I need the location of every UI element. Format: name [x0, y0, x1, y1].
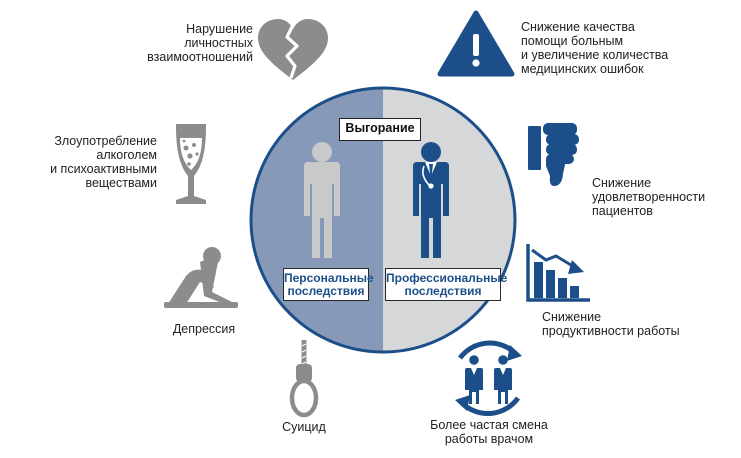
- alcohol-line-3: и психоактивными: [50, 162, 157, 176]
- depression-line-1: Депрессия: [172, 322, 236, 336]
- wine-glass-icon: [176, 124, 206, 204]
- broken-heart-icon: [258, 19, 328, 80]
- circle-outline: [249, 86, 517, 354]
- suicide-line-1: Суицид: [282, 420, 326, 434]
- alcohol-line-1: Злоупотребление: [54, 134, 157, 148]
- productivity-label: Снижение продуктивности работы: [542, 310, 680, 338]
- professional-consequences-label: Профессиональные последствия: [385, 268, 508, 301]
- personal-consequences-label: Персональные последствия: [283, 268, 374, 301]
- quality-line-2: помощи больным: [521, 34, 624, 48]
- relationships-line-2: личностных: [184, 36, 253, 50]
- personal-label-line-1: Персональные: [284, 270, 374, 285]
- alcohol-label: Злоупотребление алкоголем и психоактивны…: [50, 134, 157, 190]
- satisfaction-line-1: Снижение: [592, 176, 652, 190]
- depression-label: Депрессия: [164, 322, 244, 336]
- declining-chart-icon: [526, 244, 590, 302]
- depressed-person-icon: [164, 247, 238, 308]
- quality-label: Снижение качества помощи больным и увели…: [521, 20, 668, 76]
- satisfaction-line-2: удовлетворенности: [592, 190, 706, 204]
- burnout-title: Выгорание: [339, 118, 421, 141]
- quality-line-4: медицинских ошибок: [521, 62, 644, 76]
- turnover-line-1: Более частая смена: [430, 418, 548, 432]
- gray-person-icon: [304, 142, 340, 258]
- alcohol-line-4: веществами: [85, 176, 157, 190]
- suicide-label: Суицид: [270, 420, 338, 434]
- alcohol-line-2: алкоголем: [96, 148, 157, 162]
- professional-label-line-1: Профессиональные: [386, 270, 508, 285]
- doctor-icon: [413, 142, 449, 258]
- quality-line-3: и увеличение количества: [521, 48, 669, 62]
- doctor-rotation-icon: [455, 340, 522, 417]
- satisfaction-label: Снижение удовлетворенности пациентов: [592, 176, 705, 218]
- warning-icon: [437, 10, 515, 77]
- personal-label-line-2: последствия: [287, 283, 365, 298]
- relationships-line-1: Нарушение: [186, 22, 253, 36]
- satisfaction-line-3: пациентов: [592, 204, 653, 218]
- relationships-label: Нарушение личностных взаимоотношений: [147, 22, 253, 64]
- thumbs-down-icon: [528, 123, 579, 186]
- relationships-line-3: взаимоотношений: [147, 50, 253, 64]
- professional-label-line-2: последствия: [404, 283, 482, 298]
- productivity-line-2: продуктивности работы: [542, 324, 680, 338]
- quality-line-1: Снижение качества: [521, 20, 635, 34]
- productivity-line-1: Снижение: [542, 310, 602, 324]
- turnover-label: Более частая смена работы врачом: [424, 418, 554, 446]
- noose-icon: [289, 340, 319, 418]
- turnover-line-2: работы врачом: [444, 432, 534, 446]
